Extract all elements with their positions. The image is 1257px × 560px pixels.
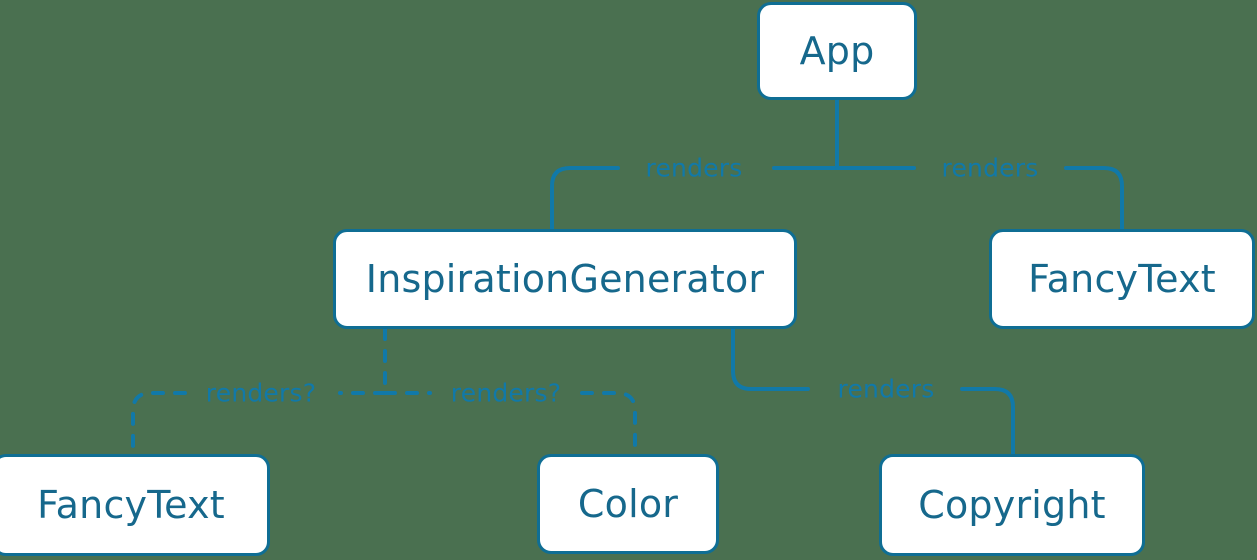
node-fancytext-bottom[interactable]: FancyText <box>0 454 270 556</box>
edge-label-app-to-fancytext-right: renders <box>941 153 1039 183</box>
edge-label-inspiration-to-fancytext: renders? <box>205 378 317 408</box>
edge-inspiration-to-color-b <box>580 391 637 456</box>
edge-app-to-inspiration-generator-b <box>550 166 620 231</box>
node-fancytext-right-label: FancyText <box>1028 257 1216 301</box>
edge-label-inspiration-to-copyright: renders <box>837 374 935 404</box>
edge-inspiration-to-fancytext-b <box>131 391 187 456</box>
edge-label-inspiration-to-color: renders? <box>450 378 562 408</box>
node-color-label: Color <box>577 482 679 526</box>
node-copyright-label: Copyright <box>918 483 1106 527</box>
edge-inspiration-to-copyright-b <box>960 387 1015 456</box>
node-app[interactable]: App <box>757 2 917 100</box>
edge-label-app-to-inspiration-generator: renders <box>645 153 743 183</box>
node-fancytext-right[interactable]: FancyText <box>989 229 1255 329</box>
node-copyright[interactable]: Copyright <box>879 454 1145 556</box>
edge-inspiration-to-copyright-a <box>731 327 810 391</box>
node-inspiration-generator-label: InspirationGenerator <box>365 257 765 301</box>
node-color[interactable]: Color <box>537 454 719 554</box>
node-app-label: App <box>799 29 875 73</box>
node-fancytext-bottom-label: FancyText <box>37 483 225 527</box>
node-inspiration-generator[interactable]: InspirationGenerator <box>333 229 797 329</box>
edge-app-to-fancytext-right-b <box>1064 166 1124 231</box>
